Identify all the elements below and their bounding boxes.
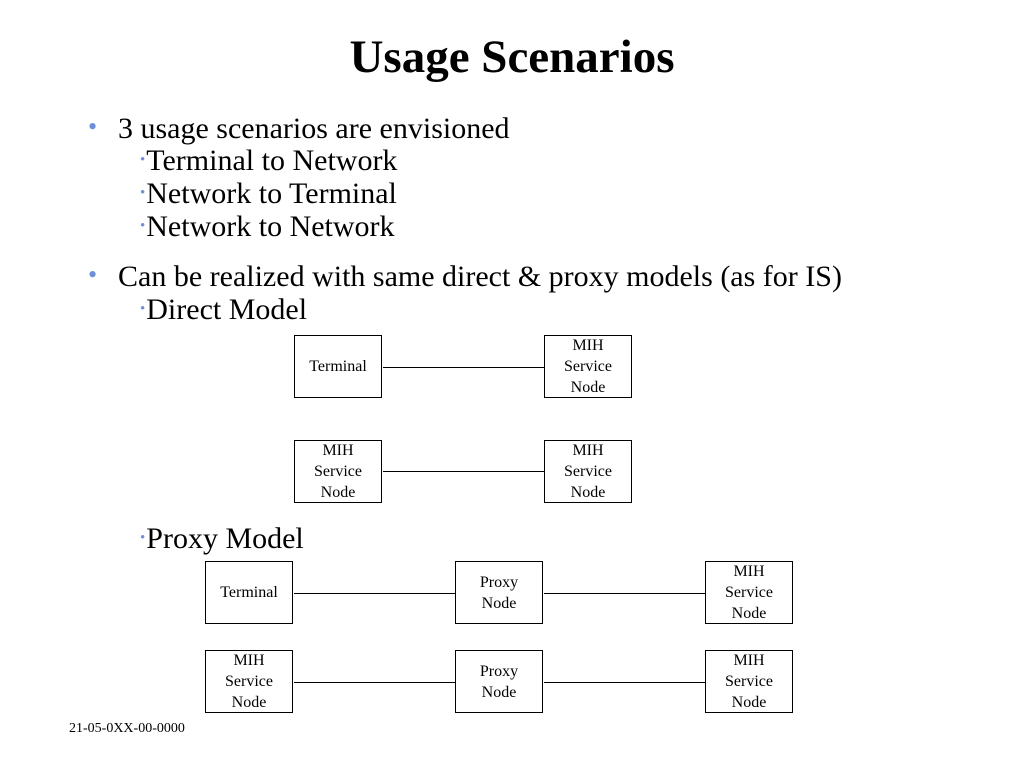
bullet-2-text: Can be realized with same direct & proxy…	[118, 260, 842, 293]
subitem-direct-model: •Direct Model	[140, 293, 308, 326]
subitem-network-to-terminal: •Network to Terminal	[140, 177, 397, 210]
bullet-icon: •	[140, 185, 146, 201]
connector-line	[294, 593, 456, 594]
bullet-icon: •	[88, 112, 98, 141]
bullet-1-text: 3 usage scenarios are envisioned	[118, 112, 510, 145]
document-id-footer: 21-05-0XX-00-0000	[69, 721, 185, 736]
bullet-2: • Can be realized with same direct & pro…	[88, 260, 842, 293]
slide-title: Usage Scenarios	[349, 31, 675, 83]
mih-service-node: MIH Service Node	[544, 440, 632, 503]
bullet-1: • 3 usage scenarios are envisioned	[88, 112, 510, 145]
terminal-node: Terminal	[205, 561, 293, 624]
connector-line	[383, 367, 545, 368]
mih-service-node: MIH Service Node	[705, 650, 793, 713]
subitem-network-to-network: •Network to Network	[140, 210, 395, 243]
mih-service-node: MIH Service Node	[205, 650, 293, 713]
bullet-icon: •	[140, 152, 146, 168]
subitem-proxy-model: •Proxy Model	[140, 522, 304, 555]
bullet-icon: •	[140, 218, 146, 234]
subitem-terminal-to-network: •Terminal to Network	[140, 144, 398, 177]
mih-service-node: MIH Service Node	[544, 335, 632, 398]
proxy-node: Proxy Node	[455, 650, 543, 713]
connector-line	[294, 682, 456, 683]
connector-line	[544, 682, 706, 683]
connector-line	[383, 471, 545, 472]
bullet-icon: •	[88, 260, 98, 289]
mih-service-node: MIH Service Node	[705, 561, 793, 624]
bullet-icon: •	[140, 530, 146, 546]
bullet-icon: •	[140, 301, 146, 317]
terminal-node: Terminal	[294, 335, 382, 398]
proxy-node: Proxy Node	[455, 561, 543, 624]
connector-line	[544, 593, 706, 594]
mih-service-node: MIH Service Node	[294, 440, 382, 503]
